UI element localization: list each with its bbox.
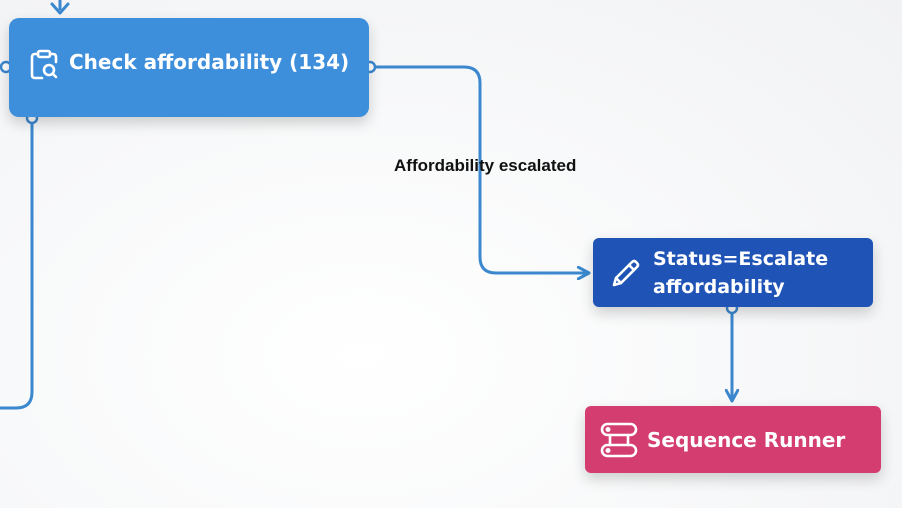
sequence-runner-icon (599, 420, 639, 460)
node-status-escalate[interactable]: Status=Escalate affordability (593, 238, 873, 307)
pencil-icon (609, 256, 643, 290)
edge-incoming-top-arrowhead (50, 2, 70, 15)
node-sequence-runner-label: Sequence Runner (647, 427, 846, 452)
node-sequence-runner[interactable]: Sequence Runner (585, 406, 881, 473)
edge-check-bottom[interactable] (0, 123, 34, 410)
clipboard-check-icon (29, 48, 59, 80)
edge-escalated[interactable] (374, 65, 588, 273)
node-status-label-line2: affordability (653, 275, 785, 298)
edge-label-escalated: Affordability escalated (394, 156, 577, 175)
node-status-label: Status=Escalate affordability (653, 245, 828, 301)
node-status-label-line1: Status=Escalate (653, 247, 829, 270)
node-check-affordability-label: Check affordability (134) (69, 50, 350, 74)
node-check-affordability[interactable]: Check affordability (134) (9, 18, 369, 117)
